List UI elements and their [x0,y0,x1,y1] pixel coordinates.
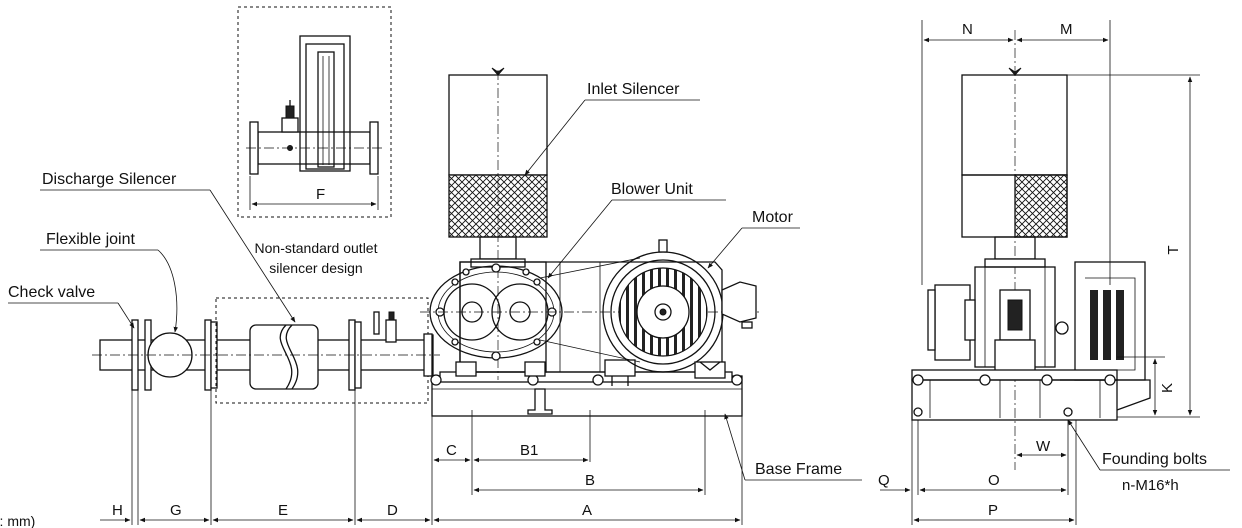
dim-E: E [278,502,288,519]
dim-C: C [446,442,457,459]
bolt-spec-label: n-M16*h [1122,477,1179,494]
dimension-lines [100,20,1200,525]
dim-F: F [316,186,325,203]
units-note: (Unit: mm) [0,513,35,528]
inlet-silencer [448,67,548,380]
dim-A: A [582,502,592,519]
nonstandard-note-line2: silencer design [269,260,362,276]
dim-O: O [988,472,1000,489]
flexible-joint-label: Flexible joint [46,231,135,248]
dim-G: G [170,502,182,519]
dim-T: T [1165,245,1182,254]
leader-lines [8,99,1230,481]
base-frame-label: Base Frame [755,461,842,478]
check-valve-label: Check valve [8,284,95,301]
dim-B1: B1 [520,442,538,459]
motor [602,239,757,379]
blower-unit-label: Blower Unit [611,181,693,198]
dim-H: H [112,502,123,519]
founding-bolts-label: Founding bolts [1102,451,1207,468]
dim-D: D [387,502,398,519]
nonstandard-silencer-inset: F [237,6,392,218]
dim-Q: Q [878,472,890,489]
dim-B: B [585,472,595,489]
dim-M: M [1060,21,1073,38]
inset-frame [237,6,392,218]
inlet-silencer-label: Inlet Silencer [587,81,680,98]
motor-label: Motor [752,209,794,226]
discharge-silencer-label: Discharge Silencer [42,171,177,188]
nonstandard-note-line1: Non-standard outlet [255,240,378,256]
dim-P: P [988,502,998,519]
outlet-piping [92,297,440,404]
dim-K: K [1159,383,1176,393]
dim-W: W [1036,438,1051,455]
side-view [911,30,1151,470]
dim-N: N [962,21,973,38]
